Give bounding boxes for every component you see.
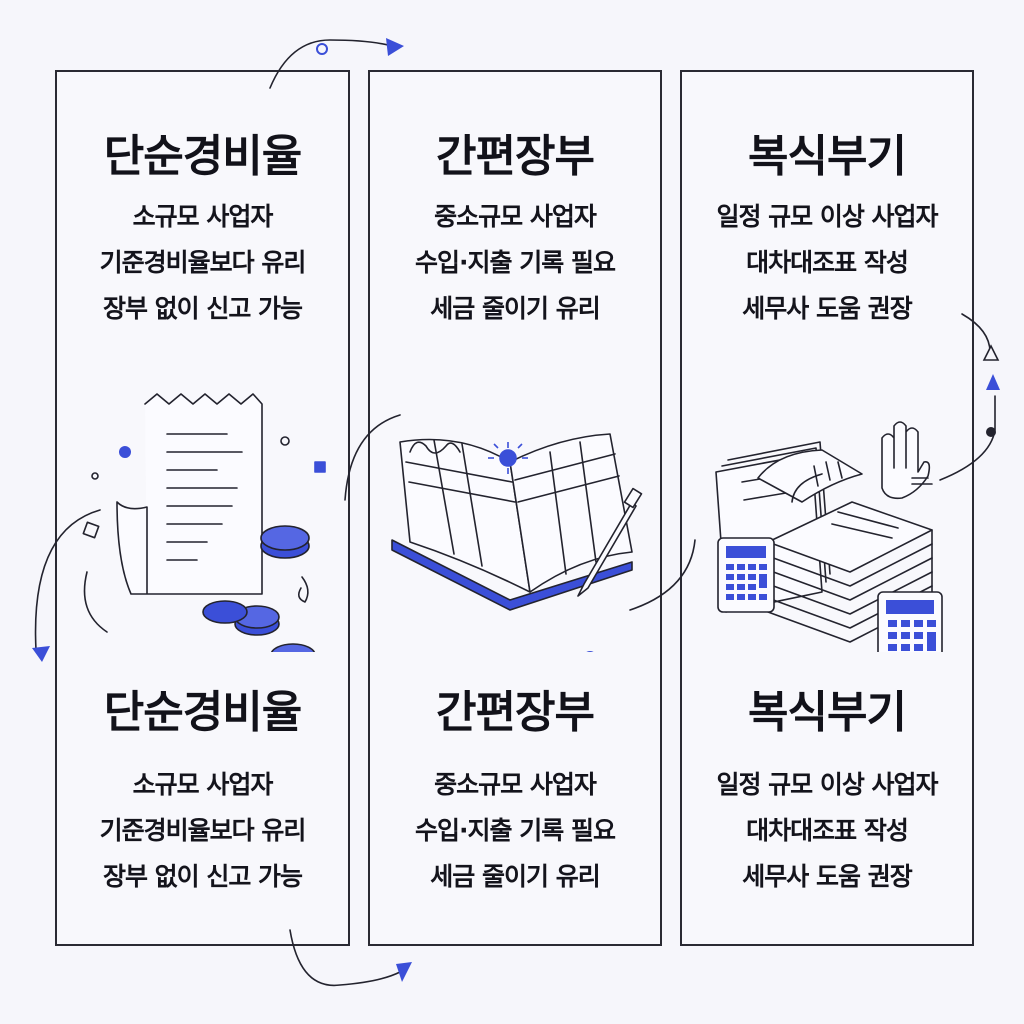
arrowhead-icon: [986, 374, 1000, 390]
column-title: 단순경비율: [103, 687, 302, 738]
column-title: 간편장부: [436, 687, 595, 738]
open-ledger-illustration: [391, 433, 643, 652]
description-line: 대차대조표 작성: [746, 816, 909, 845]
description-line: 장부 없이 신고 가능: [102, 294, 303, 323]
arrowhead-icon: [386, 38, 404, 56]
description-line: 수입·지출 기록 필요: [415, 248, 616, 277]
column-title: 복식부기: [748, 131, 907, 182]
description-line: 기준경비율보다 유리: [99, 248, 307, 277]
arrowhead-icon: [32, 646, 50, 662]
receipt-icon: [116, 393, 263, 595]
connector-arrow: [629, 539, 696, 611]
description-line: 소규모 사업자: [132, 202, 274, 231]
coin-icon: [202, 600, 248, 624]
coin-icon: [270, 643, 316, 652]
connector-arrow: [34, 509, 101, 651]
description-line: 세무사 도움 권장: [742, 294, 912, 323]
connector-arrow: [344, 414, 401, 501]
description-line: 세무사 도움 권장: [742, 862, 912, 891]
column-description: 소규모 사업자 기준경비율보다 유리 장부 없이 신고 가능: [57, 194, 348, 332]
connector-arrow: [269, 39, 393, 89]
connector-arrow: [289, 929, 401, 987]
column-description: 소규모 사업자 기준경비율보다 유리 장부 없이 신고 가능: [57, 762, 348, 900]
connector-arrow: [961, 313, 991, 353]
description-line: 기준경비율보다 유리: [99, 816, 307, 845]
description-line: 중소규모 사업자: [434, 770, 597, 799]
column-description: 중소규모 사업자 수입·지출 기록 필요 세금 줄이기 유리: [370, 194, 660, 332]
column-description: 일정 규모 이상 사업자 대차대조표 작성 세무사 도움 권장: [682, 762, 972, 900]
column-panel-double-entry-bookkeeping: 복식부기 일정 규모 이상 사업자 대차대조표 작성 세무사 도움 권장: [680, 70, 974, 946]
column-panel-simple-expense-rate: 단순경비율 소규모 사업자 기준경비율보다 유리 장부 없이 신고 가능: [55, 70, 350, 946]
column-panel-simplified-bookkeeping: 간편장부 중소규모 사업자 수입·지출 기록 필요 세금 줄이기 유리: [368, 70, 662, 946]
column-title: 단순경비율: [103, 131, 302, 182]
arrowhead-icon: [982, 344, 1000, 361]
description-line: 중소규모 사업자: [434, 202, 597, 231]
documents-calculators-illustration: [715, 421, 943, 652]
description-line: 장부 없이 신고 가능: [102, 862, 303, 891]
description-line: 세금 줄이기 유리: [430, 862, 600, 891]
column-description: 중소규모 사업자 수입·지출 기록 필요 세금 줄이기 유리: [370, 762, 660, 900]
column-title: 간편장부: [436, 131, 595, 182]
description-line: 세금 줄이기 유리: [430, 294, 600, 323]
column-title: 복식부기: [748, 687, 907, 738]
receipt-coins-illustration: [82, 393, 326, 652]
description-line: 대차대조표 작성: [746, 248, 909, 277]
column-description: 일정 규모 이상 사업자 대차대조표 작성 세무사 도움 권장: [682, 194, 972, 332]
connector-arrow: [939, 395, 996, 481]
description-line: 일정 규모 이상 사업자: [716, 770, 938, 799]
hand-icon: [881, 421, 931, 500]
coin-icon: [260, 525, 310, 559]
description-line: 일정 규모 이상 사업자: [716, 202, 938, 231]
description-line: 소규모 사업자: [132, 770, 274, 799]
pen-icon: [577, 501, 637, 597]
description-line: 수입·지출 기록 필요: [415, 816, 616, 845]
sun-icon: [488, 442, 528, 474]
arrowhead-icon: [396, 962, 412, 982]
